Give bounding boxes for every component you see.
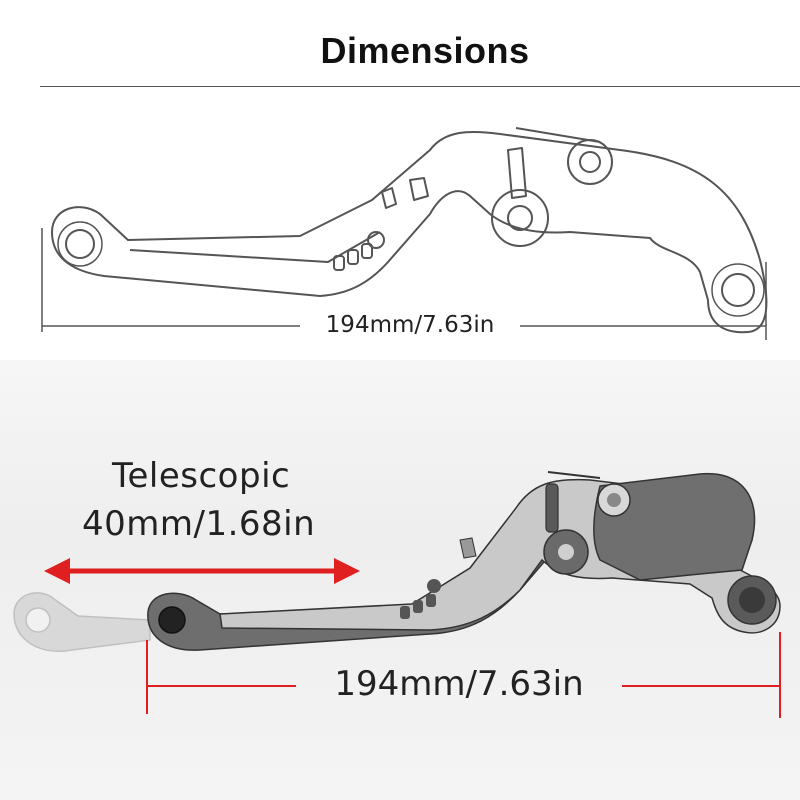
telescopic-value: 40mm/1.68in — [82, 504, 316, 544]
title-divider — [40, 86, 800, 87]
bottom-length-label: 194mm/7.63in — [334, 664, 584, 704]
telescopic-label: Telescopic — [112, 456, 291, 496]
page-title: Dimensions — [320, 30, 530, 71]
bottom-dimension-lines — [146, 632, 781, 718]
top-lever-drawing — [41, 127, 768, 340]
top-length-label: 194mm/7.63in — [300, 312, 520, 338]
telescopic-arrow — [44, 558, 360, 584]
